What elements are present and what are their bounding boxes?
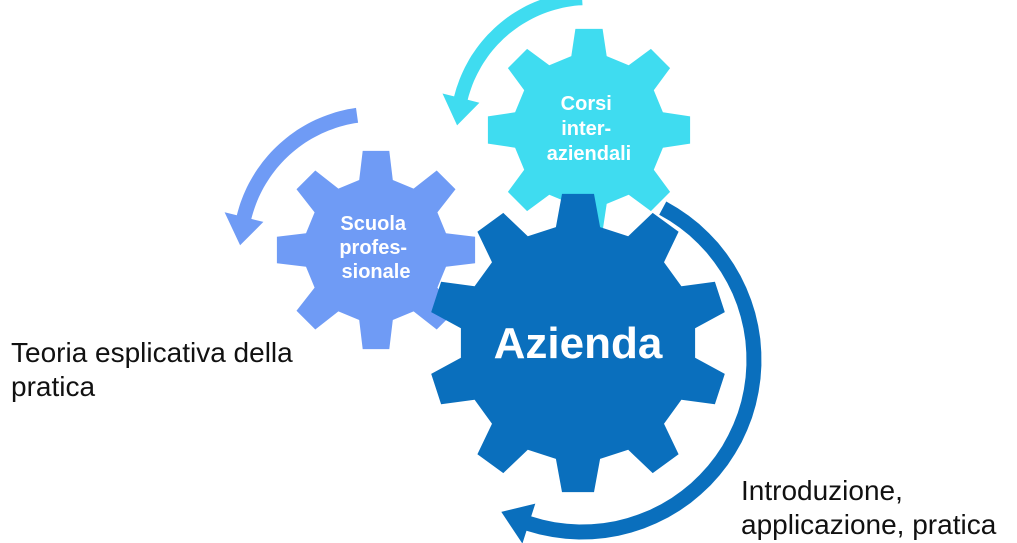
gear-scuola xyxy=(276,150,476,350)
gear-corsi-line-1: Corsi xyxy=(561,93,612,115)
gear-scuola-line-1: Scuola xyxy=(340,213,406,235)
gear-corsi xyxy=(487,28,691,232)
caption-right-line-2: applicazione, pratica xyxy=(741,509,997,540)
gear-corsi-line-2: inter- xyxy=(561,118,611,140)
gear-corsi-label: Corsi inter- aziendali xyxy=(547,93,631,165)
gear-scuola-line-2: profes- xyxy=(339,237,407,259)
caption-left: Teoria esplicativa della pratica xyxy=(11,336,293,404)
caption-left-line-1: Teoria esplicativa della xyxy=(11,337,293,368)
gear-scuola-line-3: sionale xyxy=(342,261,411,283)
corsi-arrow xyxy=(442,0,583,126)
gear-scuola-label: Scuola profes- sionale xyxy=(339,213,412,283)
scuola-arrow xyxy=(224,107,359,246)
gear-corsi-line-3: aziendali xyxy=(547,143,631,165)
azienda-arrow xyxy=(501,201,762,543)
caption-left-line-2: pratica xyxy=(11,371,96,402)
caption-right: Introduzione, applicazione, pratica xyxy=(741,474,996,542)
gear-azienda xyxy=(431,193,725,493)
gear-azienda-label: Azienda xyxy=(494,319,663,368)
caption-right-line-1: Introduzione, xyxy=(741,475,903,506)
